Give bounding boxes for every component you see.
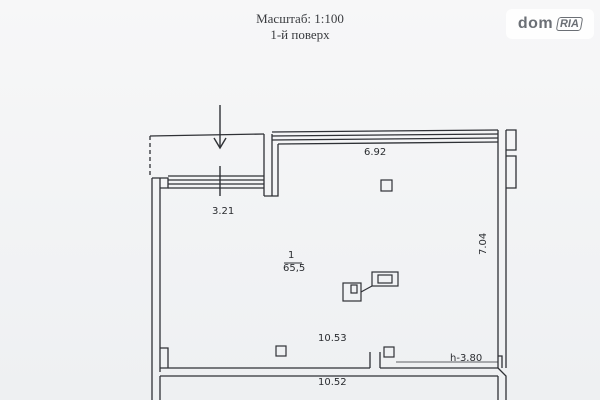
dim-bottom-inner: 10.53 xyxy=(318,333,347,344)
dim-bottom-outer: 10.52 xyxy=(318,377,347,388)
bottom-left-pier xyxy=(160,347,169,368)
ceiling-height: h-3.80 xyxy=(450,353,483,364)
right-wall-niches xyxy=(506,129,517,189)
room-area: 65,5 xyxy=(283,263,306,274)
scale-caption: Масштаб: 1:100 xyxy=(256,11,344,26)
riser-right xyxy=(371,271,399,287)
entrance-arrow-icon xyxy=(213,105,227,196)
riser-left xyxy=(342,282,362,302)
riser-left-inner xyxy=(350,284,358,294)
room-number: 1 xyxy=(288,250,295,261)
column-top xyxy=(380,179,393,192)
watermark-brand: dom xyxy=(517,15,554,32)
balcony-top-line xyxy=(149,133,265,137)
plan-walls xyxy=(149,129,517,400)
floor-caption: 1-й поверх xyxy=(270,27,330,42)
dim-right: 7.04 xyxy=(478,232,489,255)
dim-top-right: 6.92 xyxy=(364,147,387,158)
riser-connector xyxy=(360,285,373,293)
dom-ria-watermark-logo: dom RIA xyxy=(506,9,594,39)
left-wall-top-notch xyxy=(152,177,169,189)
column-bottom-left xyxy=(275,345,287,357)
balcony-pillar xyxy=(263,134,273,197)
lower-room-outline xyxy=(151,372,499,400)
column-bottom-right xyxy=(383,346,395,358)
dim-balcony: 3.21 xyxy=(212,206,235,217)
left-wall xyxy=(151,178,161,372)
riser-right-inner xyxy=(377,274,393,284)
bottom-door-jambs xyxy=(369,352,381,368)
right-bottom-notch xyxy=(498,355,503,368)
balcony-rail xyxy=(168,175,264,189)
top-window-strip xyxy=(271,129,499,145)
top-wall-step xyxy=(272,144,279,197)
right-lower-corner xyxy=(497,367,507,400)
right-wall xyxy=(497,130,507,368)
structural-elements xyxy=(275,179,399,358)
